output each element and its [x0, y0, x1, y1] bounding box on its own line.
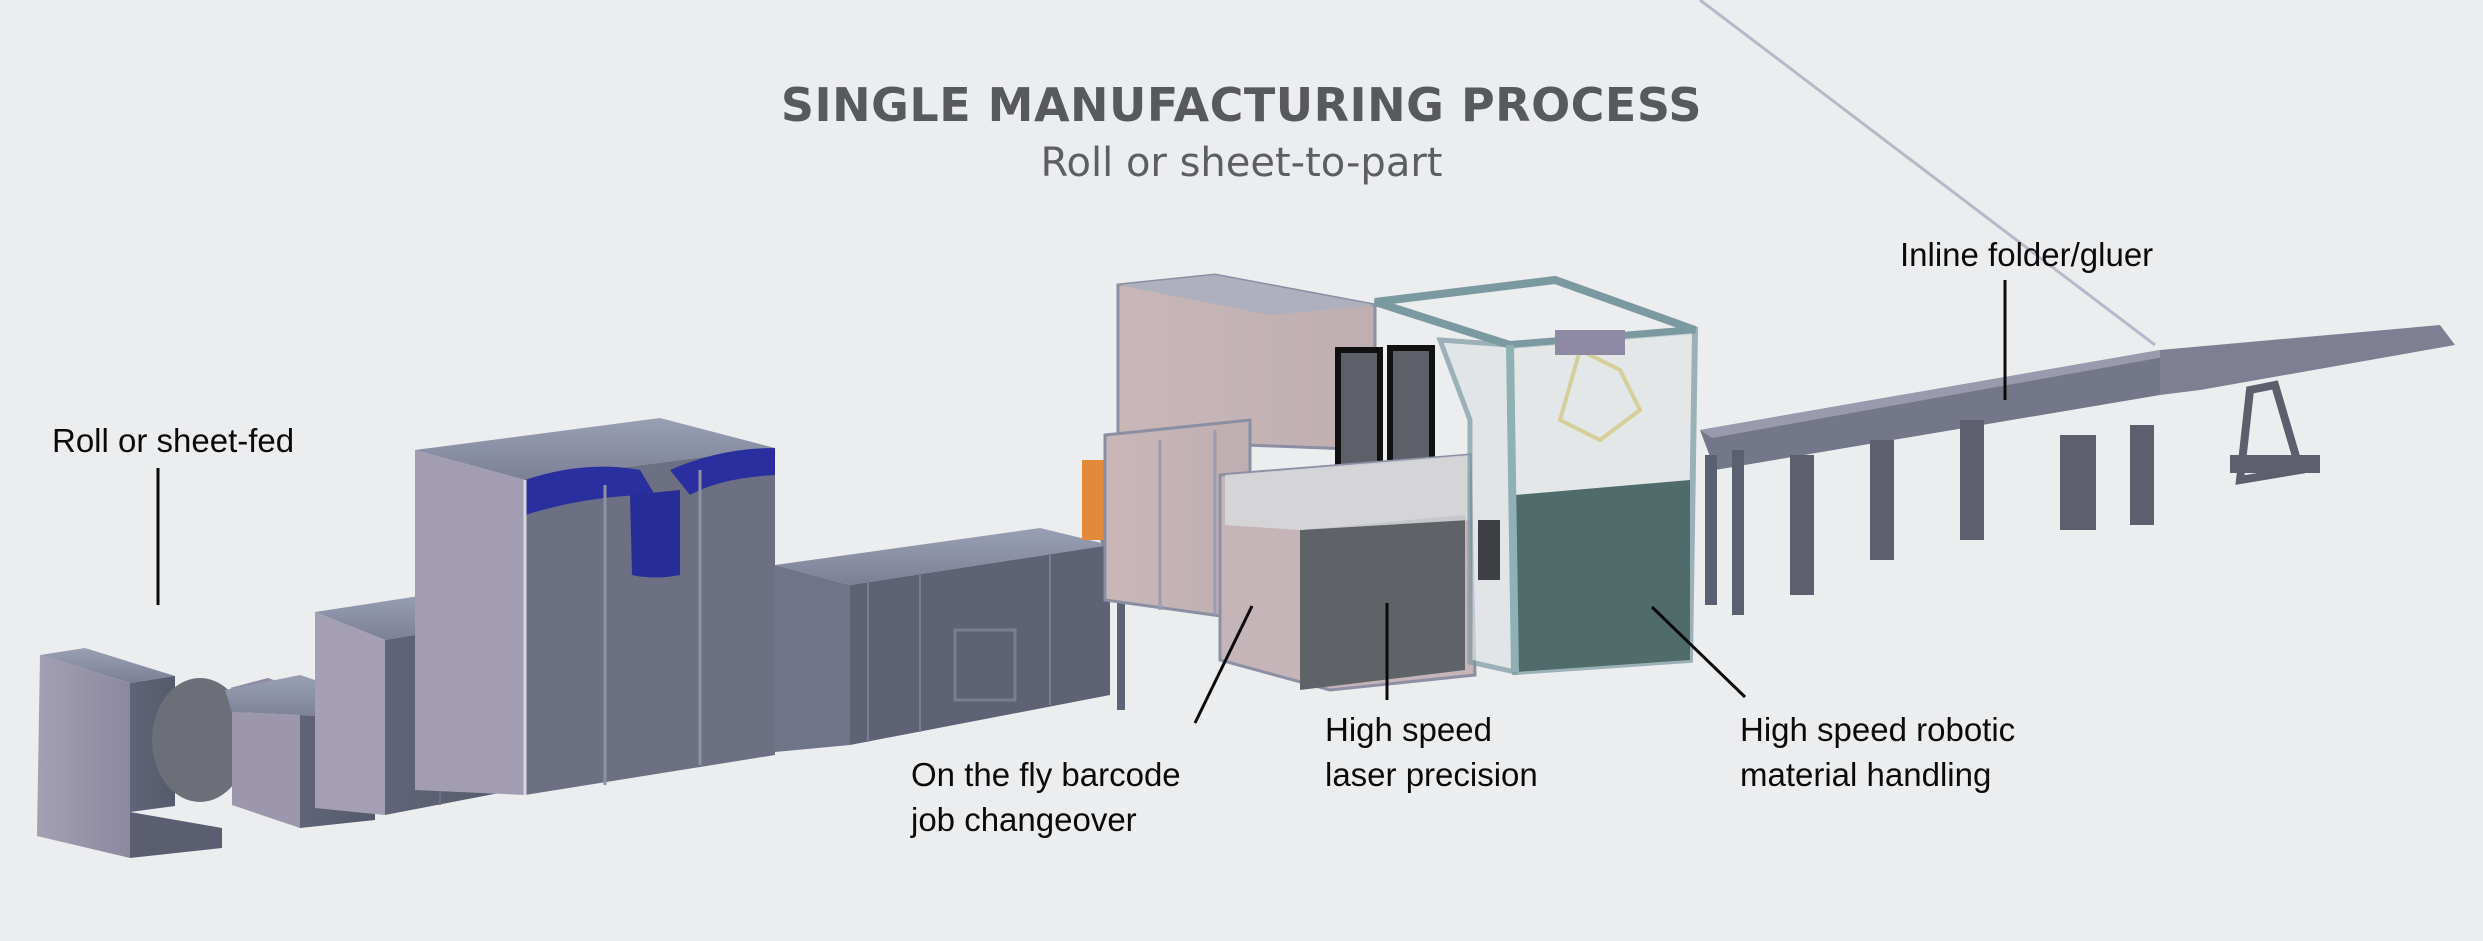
- callout-text: job changeover: [911, 801, 1137, 838]
- callout-text: High speed robotic: [1740, 711, 2016, 748]
- callout-text: Roll or sheet-fed: [52, 422, 295, 459]
- robotic-cell: [1373, 275, 1699, 676]
- callout-laser: High speed laser precision: [1325, 707, 1538, 797]
- callout-text: laser precision: [1325, 756, 1538, 793]
- callout-line-robotic: [1650, 605, 1747, 699]
- callout-text: Inline folder/gluer: [1900, 236, 2154, 273]
- page-title: SINGLE MANUFACTURING PROCESS: [780, 78, 1703, 132]
- callout-roll-feed: Roll or sheet-fed: [52, 418, 294, 463]
- callout-line-barcode: [1193, 605, 1254, 724]
- callout-text: High speed: [1325, 711, 1492, 748]
- callout-text: material handling: [1740, 756, 1992, 793]
- laser-cabinet: [1103, 273, 1477, 692]
- callout-barcode: On the fly barcode job changeover: [911, 752, 1181, 842]
- page-subtitle: Roll or sheet-to-part: [1040, 140, 1443, 186]
- callout-text: On the fly barcode: [911, 756, 1181, 793]
- callout-robotic: High speed robotic material handling: [1740, 707, 2015, 797]
- print-tower: [415, 418, 775, 795]
- callout-folder: Inline folder/gluer: [1900, 232, 2153, 277]
- printer-modules: [775, 528, 1110, 752]
- folder-gluer: [1699, 0, 2455, 615]
